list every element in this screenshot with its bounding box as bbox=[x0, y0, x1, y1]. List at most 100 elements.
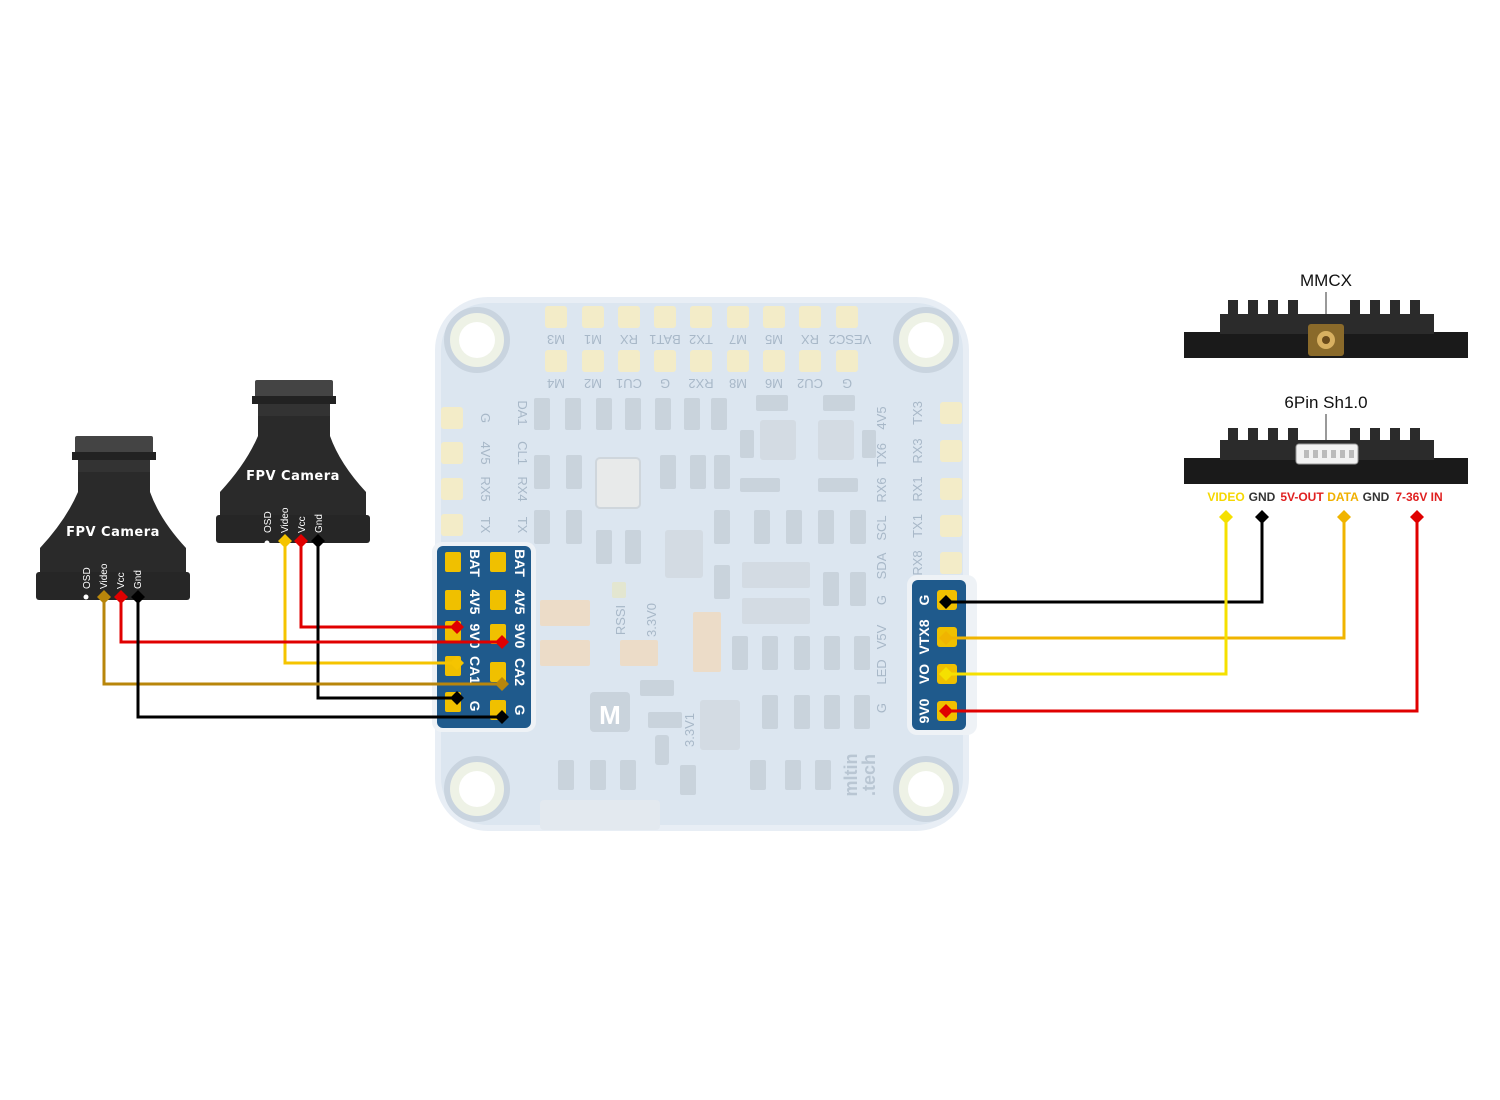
vtx-pin-label-video: VIDEO bbox=[1207, 490, 1244, 504]
pad-label: CL1 bbox=[515, 441, 530, 465]
camera2-pin-label: Gnd bbox=[314, 514, 325, 533]
vtx-pin-label-gnd: GND bbox=[1249, 490, 1276, 504]
pad-label: 4V5 bbox=[874, 406, 889, 429]
pad-label: BAT1 bbox=[649, 332, 681, 347]
marker bbox=[294, 534, 308, 548]
camera2-pin-label: Vcc bbox=[297, 516, 308, 533]
camera2-title: FPV Camera bbox=[246, 469, 340, 484]
header-pin-label: BAT bbox=[512, 549, 528, 577]
pad-label: LED bbox=[874, 659, 889, 684]
silk-3v3-1: 3.3V1 bbox=[682, 713, 697, 747]
pad-label: SCL bbox=[874, 515, 889, 540]
vtx-header-pin-label: 9V0 bbox=[916, 698, 932, 723]
marker bbox=[495, 710, 509, 724]
wire-cam1-vcc bbox=[119, 597, 502, 644]
wire-cam2-video bbox=[283, 541, 457, 665]
marker bbox=[495, 677, 509, 691]
marker bbox=[939, 667, 953, 681]
pad-label: RX3 bbox=[910, 438, 925, 463]
pad-label: G bbox=[874, 703, 889, 713]
camera1-pin-label: Gnd bbox=[133, 570, 144, 589]
marker bbox=[1410, 510, 1424, 524]
wire-vtx-gnd bbox=[946, 517, 1264, 604]
vtx-mmcx-view: MMCX bbox=[1184, 271, 1468, 358]
right-edge-pads: TX3 RX3 RX1 TX1 RX8 4V5 TX6 RX6 SCL SDA … bbox=[874, 401, 962, 713]
header-pin-label: 9V0 bbox=[512, 624, 528, 649]
camera2-pin-label: OSD bbox=[263, 511, 274, 533]
flight-controller-board: M3 M1 RX BAT1 TX2 M7 M5 RX VESC2 M4 M2 C… bbox=[435, 297, 969, 831]
vtx-pin-label-data: DATA bbox=[1327, 490, 1359, 504]
vtx-header-pin-label: VO bbox=[916, 664, 932, 684]
pad-label: RX6 bbox=[874, 477, 889, 502]
pad-label: TX2 bbox=[689, 332, 713, 347]
pad-label: TX1 bbox=[910, 514, 925, 538]
pad-label: CU1 bbox=[616, 376, 642, 391]
pad-label: G bbox=[478, 413, 493, 423]
camera1-pin-label: OSD bbox=[82, 567, 93, 589]
connector-label: 6Pin Sh1.0 bbox=[1284, 393, 1367, 412]
pad-label: VESC2 bbox=[829, 332, 872, 347]
vtx-header-pin-label: G bbox=[916, 594, 932, 605]
marker bbox=[939, 704, 953, 718]
camera1-pin-label: Vcc bbox=[116, 572, 127, 589]
pad-label: SDA bbox=[874, 552, 889, 579]
marker bbox=[450, 691, 464, 705]
pad-label: M4 bbox=[547, 376, 565, 391]
pad-label: 4V5 bbox=[478, 441, 493, 464]
top-pads-row2: M4 M2 CU1 G RX2 M8 M6 CU2 G bbox=[545, 350, 858, 391]
camera-header: BAT 4V5 9V0 CA1 G BAT 4V5 9V0 CA2 G bbox=[432, 542, 536, 732]
header-pin-label: 4V5 bbox=[512, 590, 528, 615]
pad-label: RX4 bbox=[515, 476, 530, 501]
marker bbox=[450, 656, 464, 670]
wire-vtx-video bbox=[946, 517, 1228, 676]
connection-markers bbox=[97, 510, 1424, 724]
pad-label: V5V bbox=[874, 624, 889, 649]
pad-label: M3 bbox=[547, 332, 565, 347]
fpv-camera-2: FPV Camera OSD Video Vcc Gnd bbox=[216, 380, 370, 546]
marker bbox=[1337, 510, 1351, 524]
marker bbox=[939, 595, 953, 609]
header-pin-label: G bbox=[467, 701, 483, 712]
camera1-pin-label: Video bbox=[99, 563, 110, 589]
marker bbox=[311, 534, 325, 548]
vtx-pin-label-gnd-2: GND bbox=[1363, 490, 1390, 504]
vtx-connector-view: 6Pin Sh1.0 VIDEO GND 5V-OUT DATA GND 7-3… bbox=[1184, 393, 1468, 504]
pad-label: M6 bbox=[765, 376, 783, 391]
board-components bbox=[534, 395, 876, 830]
brand-line2: .tech bbox=[859, 754, 879, 796]
pad-label: RX5 bbox=[478, 476, 493, 501]
pad-label: TX6 bbox=[874, 443, 889, 467]
pad-label: RX2 bbox=[688, 376, 713, 391]
pad-label: G bbox=[842, 376, 852, 391]
board-logo: M bbox=[599, 700, 621, 730]
brand-line1: mltin bbox=[841, 754, 861, 797]
mmcx-label: MMCX bbox=[1300, 271, 1352, 290]
marker bbox=[114, 590, 128, 604]
vtx-header-pin-label: VTX8 bbox=[916, 619, 932, 654]
pad-label: CU2 bbox=[797, 376, 823, 391]
camera1-title: FPV Camera bbox=[66, 525, 160, 540]
wires bbox=[102, 517, 1419, 719]
pad-label: DA1 bbox=[515, 400, 530, 425]
wire-cam2-gnd bbox=[316, 541, 457, 700]
left-edge-pads: G 4V5 RX5 TX DA1 CL1 RX4 TX bbox=[441, 400, 530, 536]
wire-vtx-data bbox=[946, 517, 1346, 640]
pad-label: RX1 bbox=[910, 476, 925, 501]
header-pin-label: CA2 bbox=[512, 658, 528, 686]
pad-label: M1 bbox=[584, 332, 602, 347]
wire-cam1-gnd bbox=[136, 597, 502, 719]
marker bbox=[939, 631, 953, 645]
pad-label: M2 bbox=[584, 376, 602, 391]
marker bbox=[1255, 510, 1269, 524]
marker bbox=[97, 590, 111, 604]
fpv-camera-1: FPV Camera OSD Video Vcc Gnd bbox=[36, 436, 190, 600]
header-pin-label: 4V5 bbox=[467, 590, 483, 615]
silk-3v3-0: 3.3V0 bbox=[644, 603, 659, 637]
silk-rssi: RSSI bbox=[613, 605, 628, 635]
pad-label: M8 bbox=[729, 376, 747, 391]
vtx-pin-label-5v-out: 5V-OUT bbox=[1280, 490, 1324, 504]
marker bbox=[450, 620, 464, 634]
pad-label: TX bbox=[515, 517, 530, 534]
wire-cam2-vcc bbox=[299, 541, 457, 629]
